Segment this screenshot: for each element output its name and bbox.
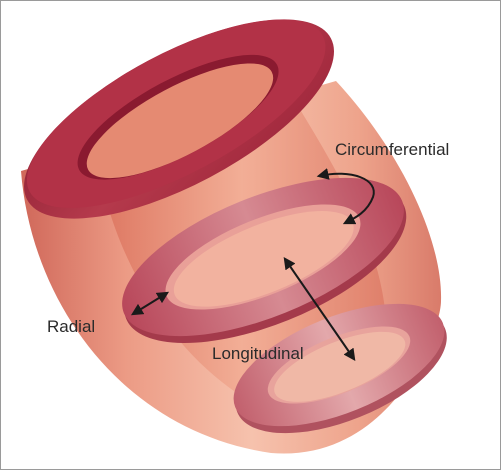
label-circumferential: Circumferential xyxy=(335,140,449,159)
label-radial: Radial xyxy=(47,317,95,336)
label-longitudinal: Longitudinal xyxy=(212,344,304,363)
